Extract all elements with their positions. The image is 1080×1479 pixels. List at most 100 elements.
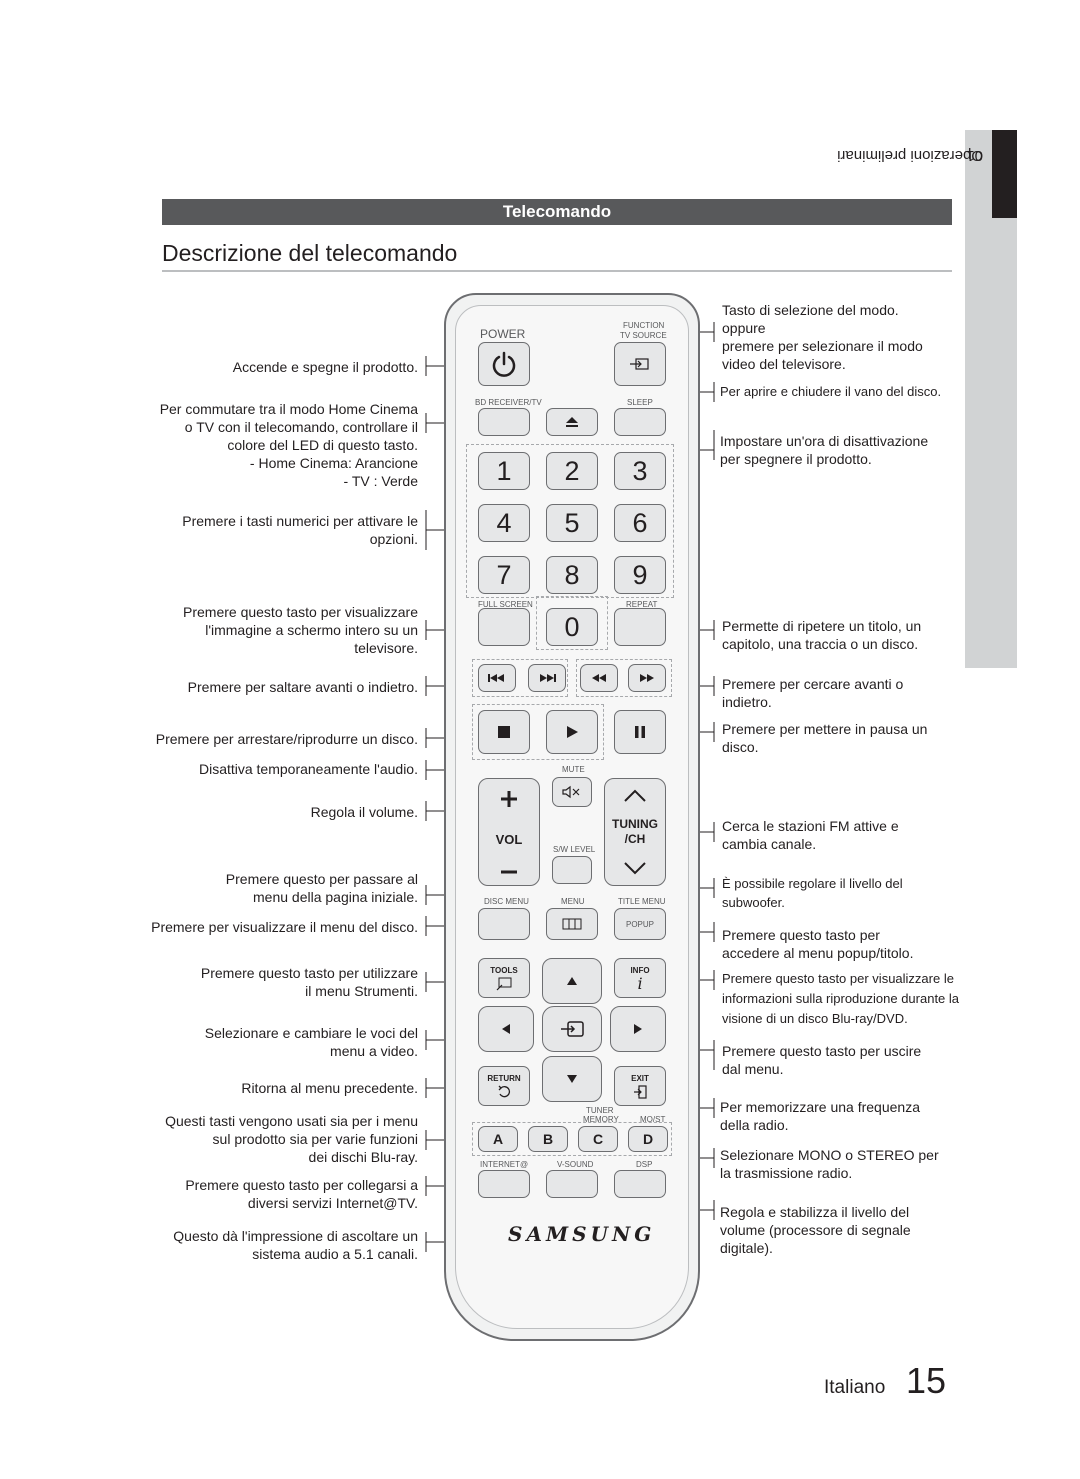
chevron-up-icon	[624, 789, 646, 802]
annotation-bd-receiver: Per commutare tra il modo Home Cinema o …	[159, 401, 418, 489]
exit-button[interactable]: EXIT	[614, 1066, 666, 1106]
cursor-right-button[interactable]	[610, 1006, 666, 1052]
number-button-3[interactable]: 3	[614, 452, 666, 490]
number-button-6[interactable]: 6	[614, 504, 666, 542]
number-button-9[interactable]: 9	[614, 556, 666, 594]
pause-button[interactable]	[614, 710, 666, 754]
d-button[interactable]: D	[628, 1126, 668, 1152]
stop-button[interactable]	[478, 710, 530, 754]
function-label: FUNCTION	[623, 321, 665, 330]
volume-label: VOL	[495, 831, 523, 847]
search-back-button[interactable]	[580, 664, 618, 692]
eject-button[interactable]	[546, 408, 598, 436]
function-tv-source-button[interactable]	[614, 342, 666, 386]
chapter-side-tab	[965, 130, 1017, 668]
internet-button[interactable]	[478, 1170, 530, 1198]
annotation-sleep: Impostare un'ora di disattivazione per s…	[720, 433, 929, 467]
number-button-4[interactable]: 4	[478, 504, 530, 542]
mute-button[interactable]	[552, 777, 592, 807]
page-number: 15	[906, 1360, 947, 1401]
enter-button[interactable]	[542, 1006, 602, 1052]
play-button[interactable]	[546, 710, 598, 754]
power-button[interactable]	[478, 342, 530, 386]
search-forward-button[interactable]	[628, 664, 666, 692]
b-button[interactable]: B	[528, 1126, 568, 1152]
sleep-label: SLEEP	[627, 398, 653, 407]
disc-menu-label: DISC MENU	[484, 897, 529, 906]
popup-button[interactable]: POPUP	[614, 908, 666, 940]
arrow-up-icon	[567, 977, 577, 985]
skip-forward-button[interactable]	[528, 664, 566, 692]
cursor-left-button[interactable]	[478, 1006, 534, 1052]
chapter-side-tab-label: 01 Operazioni preliminari	[837, 130, 991, 668]
arrow-left-icon	[502, 1024, 510, 1034]
annotation-v-sound: Questo dà l'impressione di ascoltare un …	[173, 1228, 418, 1262]
annotation-popup: Premere questo tasto per accedere al men…	[722, 927, 914, 961]
power-label: POWER	[480, 327, 526, 341]
section-bar: Telecomando	[162, 199, 952, 225]
exit-label: EXIT	[631, 1073, 649, 1083]
v-sound-label: V-SOUND	[557, 1160, 594, 1169]
info-button[interactable]: INFO i	[614, 958, 666, 998]
cursor-up-button[interactable]	[542, 958, 602, 1004]
tuning-channel-rocker[interactable]: TUNING /CH	[604, 778, 666, 886]
number-button-5[interactable]: 5	[546, 504, 598, 542]
annotation-full-screen: Premere questo tasto per visualizzare l'…	[183, 604, 418, 656]
input-source-icon	[630, 358, 649, 370]
annotation-abcd: Questi tasti vengono usati sia per i men…	[165, 1113, 418, 1165]
number-button-2[interactable]: 2	[546, 452, 598, 490]
zero-button-group	[536, 596, 608, 650]
memory-label: MEMORY	[583, 1115, 619, 1124]
sw-level-label: S/W LEVEL	[553, 845, 596, 854]
chapter-title: Operazioni preliminari	[837, 147, 983, 164]
skip-back-button[interactable]	[478, 664, 516, 692]
volume-up-icon	[501, 791, 517, 807]
annotation-stop-play: Premere per arrestare/riprodurre un disc…	[155, 731, 418, 747]
info-icon: i	[637, 973, 643, 993]
v-sound-button[interactable]	[546, 1170, 598, 1198]
full-screen-label: FULL SCREEN	[478, 600, 533, 609]
repeat-label: REPEAT	[626, 600, 658, 609]
annotation-disc-menu: Premere per visualizzare il menu del dis…	[151, 919, 418, 935]
cursor-down-button[interactable]	[542, 1056, 602, 1102]
volume-rocker[interactable]: VOL	[478, 778, 540, 886]
menu-grid-icon	[562, 918, 582, 930]
annotation-eject: Per aprire e chiudere il vano del disco.	[720, 384, 942, 399]
annotation-pause: Premere per mettere in pausa un disco.	[722, 721, 928, 755]
tools-label: TOOLS	[490, 965, 518, 975]
sleep-button[interactable]	[614, 408, 666, 436]
bd-receiver-tv-button[interactable]	[478, 408, 530, 436]
tools-button[interactable]: TOOLS	[478, 958, 530, 998]
annotation-number: Premere i tasti numerici per attivare le…	[182, 513, 418, 547]
internet-label: INTERNET@	[480, 1160, 529, 1169]
number-button-0[interactable]: 0	[546, 608, 598, 646]
annotation-skip: Premere per saltare avanti o indietro.	[187, 679, 418, 695]
number-button-8[interactable]: 8	[546, 556, 598, 594]
chapter-side-tab-marker	[992, 130, 1017, 218]
tuning-channel-label: TUNING /CH	[612, 817, 658, 847]
enter-icon	[561, 1021, 584, 1037]
stop-icon	[498, 726, 510, 738]
annotation-tuning: Cerca le stazioni FM attive e cambia can…	[722, 818, 899, 852]
a-button[interactable]: A	[478, 1126, 518, 1152]
tuning-label: TUNING	[612, 817, 658, 831]
number-button-7[interactable]: 7	[478, 556, 530, 594]
number-button-1[interactable]: 1	[478, 452, 530, 490]
page-language: Italiano	[824, 1377, 886, 1398]
disc-menu-button[interactable]	[478, 908, 530, 940]
rewind-icon	[592, 674, 606, 682]
return-label: RETURN	[487, 1073, 521, 1083]
mute-icon	[562, 785, 580, 799]
home-menu-button[interactable]	[546, 908, 598, 940]
fast-forward-icon	[640, 674, 654, 682]
sw-level-button[interactable]	[552, 856, 592, 884]
dsp-button[interactable]	[614, 1170, 666, 1198]
annotation-sw-level: È possibile regolare il livello del subw…	[722, 876, 903, 910]
repeat-button[interactable]	[614, 608, 666, 646]
annotation-cursor: Selezionare e cambiare le voci del menu …	[204, 1025, 418, 1059]
annotation-dsp: Regola e stabilizza il livello del volum…	[720, 1204, 911, 1256]
skip-group	[472, 659, 568, 697]
c-button[interactable]: C	[578, 1126, 618, 1152]
return-button[interactable]: RETURN	[478, 1066, 530, 1106]
full-screen-button[interactable]	[478, 608, 530, 646]
